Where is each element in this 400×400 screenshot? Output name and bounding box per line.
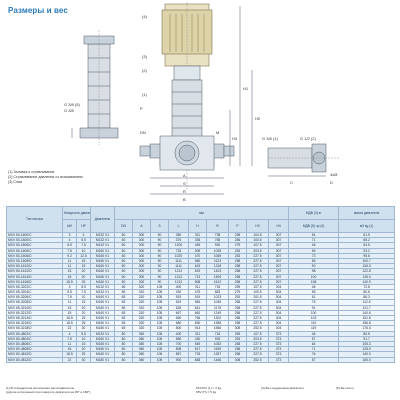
dim-label: M <box>216 130 219 135</box>
dim-label: (2) <box>142 68 148 73</box>
col-dim: R <box>206 219 229 233</box>
footnote-right: (4) Без поддонника двигателя <box>261 386 331 390</box>
legend-line: (3) Слив <box>8 180 22 184</box>
dim-label: D <box>330 180 333 185</box>
footnote-mid: 50 MXV (L) = 3 kg 65V (H) = 5 kg <box>196 386 256 394</box>
footnote-line: 65V (H) = 5 kg <box>196 390 217 394</box>
dim-label: G 3/8 <box>64 108 75 113</box>
table-cell: 252.5 <box>246 356 269 363</box>
drawing-legend: (1) Заливка и стравливание (2) Стравлива… <box>8 170 83 185</box>
table-cell: 105 <box>150 356 169 363</box>
col-dim: DN <box>114 219 133 233</box>
col-power: Мощность двигателя <box>62 206 91 220</box>
col-hp: HP <box>76 219 91 233</box>
table-cell: M180 V1 <box>90 356 115 363</box>
dim-label: DN <box>140 130 146 135</box>
col-motor: Двигатель <box>90 206 115 233</box>
table-cell: 87 <box>288 356 340 363</box>
footnote-line: (4) Без поддонника двигателя <box>261 386 304 390</box>
col-dim: P <box>228 219 247 233</box>
dimensions-table: Тип насоса Мощность двигателя Двигатель … <box>6 206 396 363</box>
pump-side-view-right <box>267 143 340 177</box>
col-mdv: МДВ (3) кг <box>288 206 340 220</box>
footnote-left: (1) В стандартном исполнении насос/двига… <box>6 386 186 394</box>
table-cell: 80 <box>114 356 133 363</box>
footnote-right2: (5) Без мото <box>336 386 396 390</box>
dim-label: (4) <box>142 14 148 19</box>
col-dim: H <box>188 219 207 233</box>
table-cell: 900 <box>168 356 189 363</box>
legend-line: (2) Стравливание давления со всасыванием <box>8 175 83 179</box>
table-cell: 308 <box>228 356 247 363</box>
table-cell: 165.0 <box>338 356 396 363</box>
col-sub-mdv: МДВ (5) чр (4) <box>288 219 340 233</box>
table-cell: 848 <box>188 356 207 363</box>
footnote-line: (5) Без мото <box>336 386 354 390</box>
dim-label: (1) <box>142 92 148 97</box>
dim-label: (3) <box>142 54 148 59</box>
dim-label: P <box>140 106 143 111</box>
footnote-line: (1) В стандартном исполнении насос/двига… <box>6 386 75 390</box>
dim-label: R <box>183 189 186 194</box>
col-sub-weight: м3 kg (1) <box>338 219 396 233</box>
dim-label: G 3/8 (5) <box>64 102 80 107</box>
dim-label: A <box>183 173 186 178</box>
pump-bottom-view <box>159 135 215 171</box>
col-type: Тип насоса <box>6 206 63 233</box>
col-mm: мм <box>113 206 290 220</box>
side-label: G 1/2 (2) <box>300 136 316 141</box>
col-dim: L <box>168 219 189 233</box>
col-weight: масса двигателя <box>338 206 396 220</box>
pump-side-view-left <box>71 30 119 145</box>
legend-line: (1) Заливка и стравливание <box>8 170 55 174</box>
side-label: G 3/8 (1) <box>262 136 278 141</box>
table-cell: 30 <box>76 356 91 363</box>
dim-label: C <box>290 180 293 185</box>
page-title: Размеры и вес <box>8 6 68 15</box>
col-dim: H3 <box>246 219 269 233</box>
table-cell: 1466 <box>206 356 229 363</box>
table-cell: 22 <box>62 356 77 363</box>
dim-label: S <box>183 181 186 186</box>
side-label: 4xØ <box>330 172 337 177</box>
col-dim: H4 <box>267 219 290 233</box>
pump-model-cell: MXV 80-4812/D <box>6 356 63 363</box>
dim-label: H2 <box>255 116 261 121</box>
dimensions-table-wrapper: Тип насоса Мощность двигателя Двигатель … <box>6 206 396 363</box>
col-kw: kW <box>62 219 77 233</box>
col-dim: S <box>150 219 169 233</box>
dim-label: B <box>183 197 186 202</box>
technical-drawing: (4) (3) (2) (1) H1 H2 H3 G 3/8 (5) G 3/8… <box>64 2 340 202</box>
footnote-line: (другие исполнения при повороте двигател… <box>6 390 91 394</box>
dim-label: H3 <box>232 136 238 141</box>
table-cell: 373 <box>267 356 290 363</box>
table-cell: 360 <box>132 356 151 363</box>
col-dim: A <box>132 219 151 233</box>
footnote-line: 50 MXV (L) = 3 kg <box>196 386 222 390</box>
dim-label: H1 <box>243 86 249 91</box>
